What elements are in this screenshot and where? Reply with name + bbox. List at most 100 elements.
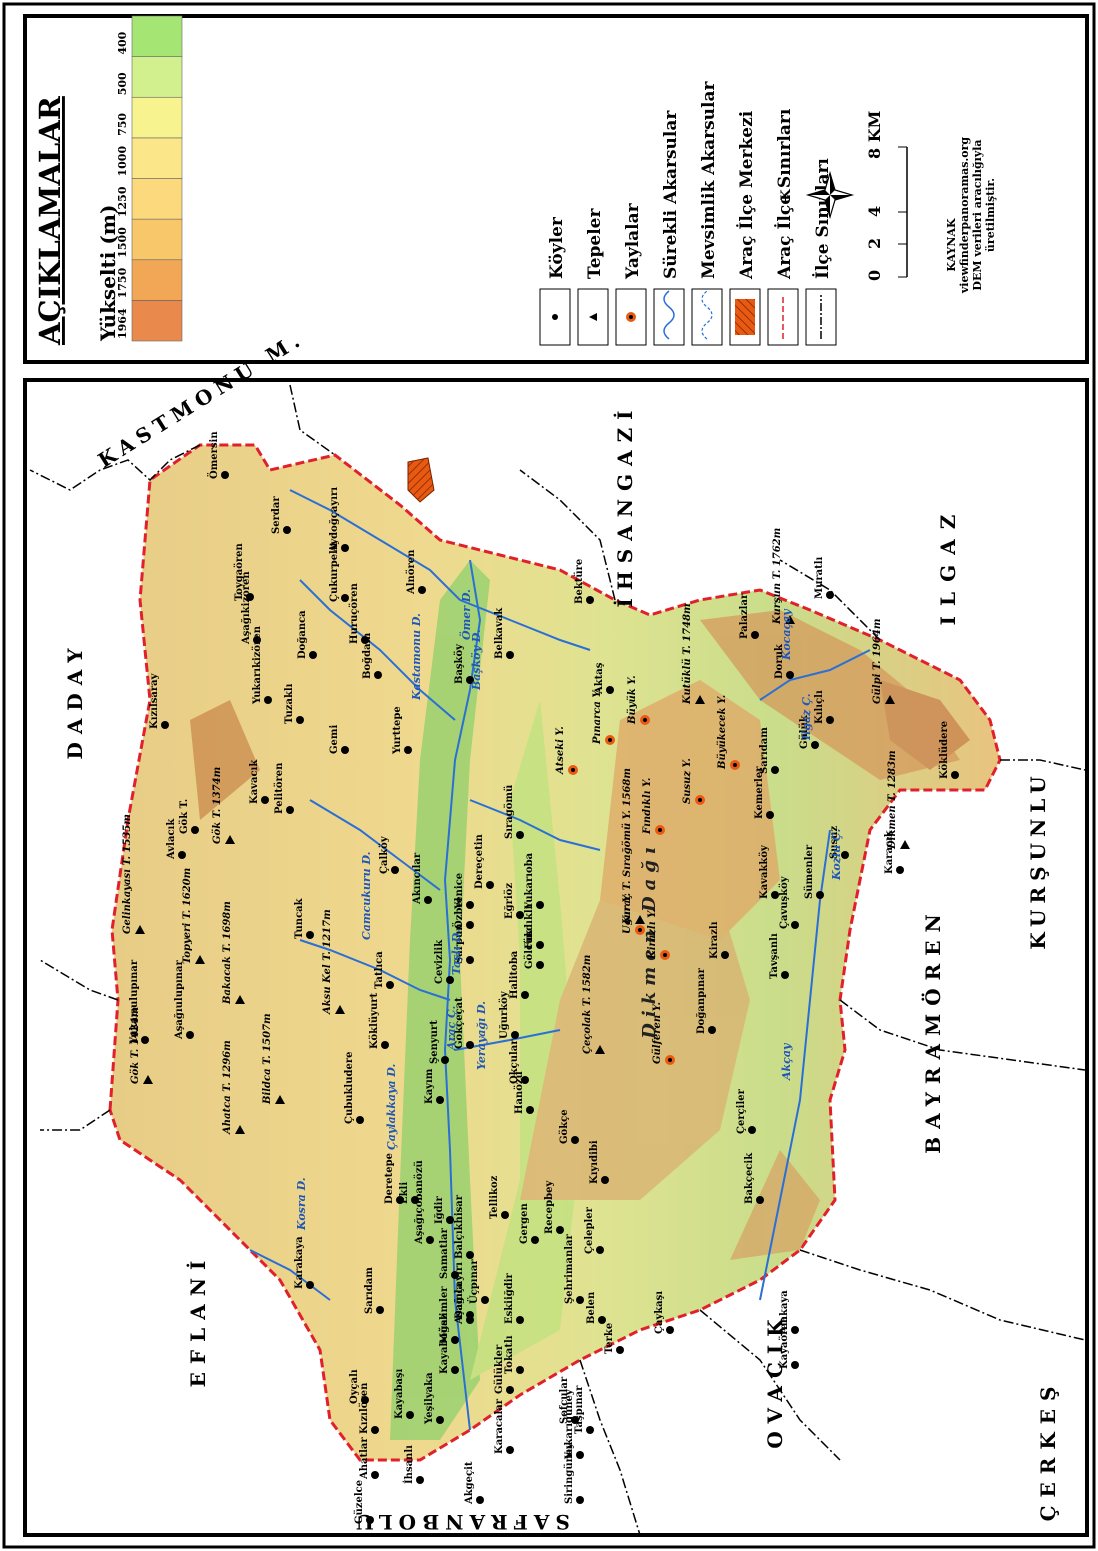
village-dot xyxy=(586,1426,594,1434)
village-label: Alakaya xyxy=(779,1290,790,1335)
yayla-icon xyxy=(615,288,647,346)
village-label: Şehrimanlar xyxy=(564,1233,575,1304)
village-label: Sofcular xyxy=(559,1376,570,1424)
village-label: Çaykaşı xyxy=(654,1291,665,1334)
river-label: Ömer D. xyxy=(459,589,473,640)
village-label: Müslimler xyxy=(439,1286,450,1344)
village-dot xyxy=(466,1311,474,1319)
hill-triangle-icon xyxy=(635,915,645,924)
village-dot xyxy=(186,1031,194,1039)
river-label: Camcukuru D. xyxy=(360,851,373,940)
hill-triangle-icon xyxy=(885,695,895,704)
village-dot xyxy=(748,1126,756,1134)
village-dot xyxy=(511,1031,519,1039)
legend-item-label: Araç İlçe Sınırları xyxy=(774,108,795,280)
village-dot xyxy=(371,1426,379,1434)
village-label: Doğanpınar xyxy=(696,967,707,1034)
village-label: Sıragömü xyxy=(504,785,515,839)
scale-tick-4: 4 xyxy=(865,206,884,217)
village-label: Akgeçit xyxy=(464,1461,475,1505)
village-dot xyxy=(436,1416,444,1424)
village-label: Damla xyxy=(454,1282,465,1319)
village-label: Güzelce xyxy=(354,1480,365,1524)
village-label: Siringüney xyxy=(564,1442,575,1504)
village-label: Yukarıulupınar xyxy=(129,959,140,1045)
villages-layer: ÖmersinSerdarToygaörenAydoğçayırıÇukurpe… xyxy=(129,431,959,1524)
scale-tick-8: 8 KM xyxy=(865,111,884,159)
village-label: Yukarıkizören xyxy=(252,625,263,705)
neighbor-daday: DADAY xyxy=(63,640,87,759)
river-label: Akçay xyxy=(780,1042,793,1081)
river-label: Taşlı D. xyxy=(450,929,463,975)
hill-triangle-icon xyxy=(785,615,795,624)
village-dot xyxy=(451,1336,459,1344)
hill-label: Gök T. 1424m xyxy=(130,1007,141,1084)
village-dot xyxy=(951,771,959,779)
hill-triangle-icon xyxy=(900,840,910,849)
village-dot xyxy=(396,1196,404,1204)
hill-label: Gök T. 1374m xyxy=(212,767,223,844)
village-dot xyxy=(766,811,774,819)
neighbor-ihsangazi: İHSANGAZİ xyxy=(613,402,637,607)
village-label: Dereçetin xyxy=(474,833,485,889)
village-dot xyxy=(309,651,317,659)
elevation-label-750: 750 xyxy=(116,113,129,136)
village-dot xyxy=(771,891,779,899)
hill-label: Topyeri T. 1620m xyxy=(182,868,193,964)
village-dot xyxy=(391,866,399,874)
village-dot xyxy=(446,1216,454,1224)
village-dot xyxy=(371,1471,379,1479)
source-title: KAYNAK xyxy=(945,218,958,272)
village-label: Ahatlar xyxy=(359,1437,370,1480)
village-label: Özbel xyxy=(452,897,465,929)
village-dot xyxy=(708,1026,716,1034)
village-label: Doğanca xyxy=(297,610,308,659)
elevation-label-1964: 1964 xyxy=(116,308,129,339)
river-label: Kosra D. xyxy=(295,1177,308,1231)
village-label: Gülük xyxy=(799,714,810,749)
village-dot xyxy=(601,1176,609,1184)
yayla-label: Pınarca Y. xyxy=(592,688,603,745)
village-label: Fındıklı xyxy=(524,905,535,949)
hill-triangle-icon xyxy=(335,1005,345,1014)
village-label: Bektüre xyxy=(574,559,585,604)
river-label: Çaylakkaya D. xyxy=(385,1064,398,1150)
village-label: Gök T. xyxy=(179,799,190,834)
village-label: Köklüyurt xyxy=(369,993,380,1049)
elevation-label-1250: 1250 xyxy=(116,186,129,217)
village-dot xyxy=(253,636,261,644)
village-label: Hanözü xyxy=(514,1071,525,1114)
elevation-swatch-400 xyxy=(131,15,183,57)
elevation-swatch-1250 xyxy=(131,178,183,220)
village-label: Eğriöz xyxy=(504,883,515,919)
village-label: Karacık xyxy=(884,829,895,874)
village-dot xyxy=(576,1451,584,1459)
hill-label: Bakacak T. 1698m xyxy=(222,901,233,1005)
village-dot xyxy=(576,1496,584,1504)
village-dot xyxy=(526,1106,534,1114)
hill-label: Kıraç T. Sırağömü Y. 1568m xyxy=(622,768,633,925)
hill-triangle-icon xyxy=(143,1075,153,1084)
village-dot xyxy=(536,941,544,949)
legend-content: AÇIKLAMALAR Yükselti (m) 196417501500125… xyxy=(33,15,997,346)
village-label: Kavakköy xyxy=(759,844,770,899)
village-label: Gemi xyxy=(329,725,340,754)
hill-triangle-icon xyxy=(235,995,245,1004)
neighbor-safranbolu: SAFRANBOLU xyxy=(350,1510,570,1534)
village-dot xyxy=(531,1236,539,1244)
village-label: Çerçiler xyxy=(736,1088,747,1134)
village-label: Kirazlı xyxy=(709,921,720,959)
village-label: Yukarıoba xyxy=(524,852,535,910)
village-dot xyxy=(516,1316,524,1324)
village-dot xyxy=(361,636,369,644)
north-label: K xyxy=(779,189,794,201)
village-dot xyxy=(751,631,759,639)
village-label: Deretepe xyxy=(384,1153,395,1204)
village-label: Tokatlı xyxy=(504,1335,515,1374)
village-label: Ömersin xyxy=(207,431,220,479)
village-dot xyxy=(426,1236,434,1244)
village-dot xyxy=(506,1446,514,1454)
